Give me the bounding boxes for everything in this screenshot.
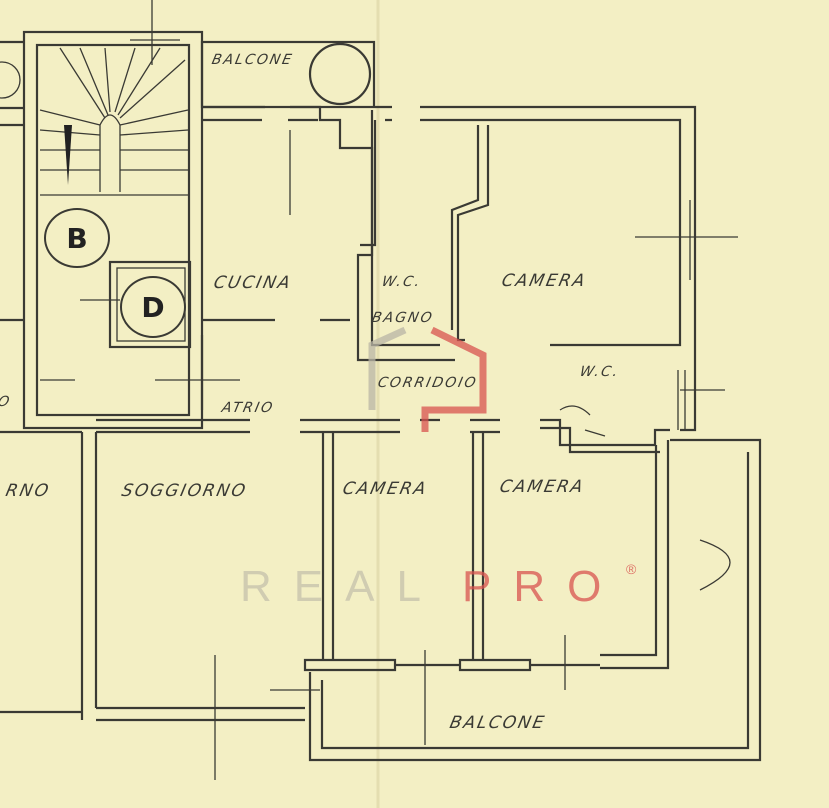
room-label-camera-1: CAMERA (499, 271, 589, 291)
room-label-balcone-bottom: BALCONE (447, 713, 548, 733)
apartment-walls (96, 105, 762, 762)
room-label-balcone-top: BALCONE (210, 52, 295, 68)
stairwell (22, 0, 204, 430)
construction-lines (40, 130, 738, 780)
room-label-wc-1: W.C. (380, 274, 424, 290)
room-label-corridoio: CORRIDOIO (376, 375, 480, 391)
room-label-bagno: BAGNO (370, 310, 436, 326)
watermark-real: REAL (240, 562, 443, 611)
watermark-logo (368, 326, 487, 432)
watermark-pro: PRO (462, 562, 624, 611)
neighbor-walls (0, 40, 98, 720)
balcony-top (200, 40, 376, 109)
room-label-soggiorno-left: RNO (3, 481, 53, 501)
lift-marker-d: D (120, 276, 186, 338)
room-label-camera-3: CAMERA (497, 477, 587, 497)
room-label-atrio: ATRIO (220, 400, 276, 416)
watermark-registered: ® (626, 561, 637, 577)
room-label-soggiorno: SOGGIORNO (119, 481, 249, 501)
room-label-wc-2: W.C. (578, 364, 622, 380)
room-label-camera-2: CAMERA (340, 479, 430, 499)
room-label-cucina: CUCINA (211, 273, 294, 293)
stair-marker-b: B (44, 208, 110, 268)
